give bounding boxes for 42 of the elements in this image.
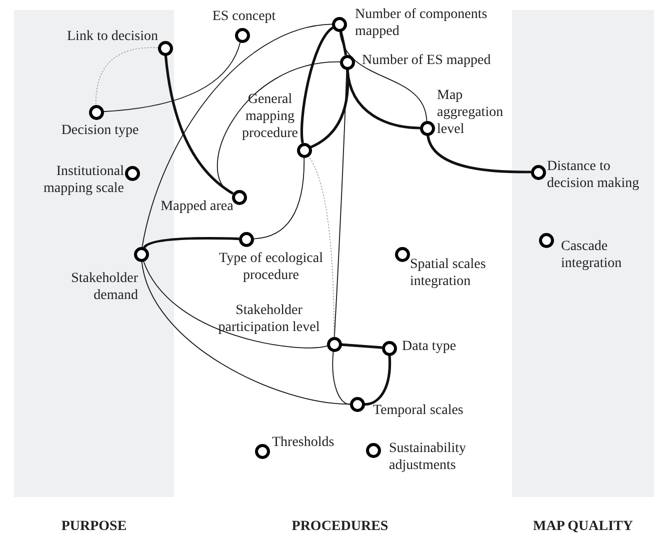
connector-line <box>102 41 241 112</box>
node-label: Spatial scales integration <box>410 256 487 290</box>
node-label: Map aggregation level <box>437 87 504 138</box>
node-label: Number of ES mapped <box>362 52 492 69</box>
connector-line <box>339 30 428 122</box>
node-label: Decision type <box>60 122 140 139</box>
node-label: Institutional mapping scale <box>42 163 124 197</box>
node-label: Thresholds <box>272 434 336 451</box>
connector-line <box>252 156 305 240</box>
connector-line <box>334 68 348 338</box>
connector-line <box>364 354 392 406</box>
connector-line <box>346 68 420 130</box>
node-label: Stakeholder participation level <box>217 302 321 336</box>
node-label: ES concept <box>211 8 277 25</box>
node-label: Mapped area <box>160 198 234 215</box>
node-label: Distance to decision making <box>547 158 640 192</box>
connector-line <box>164 54 234 195</box>
connector-line <box>142 260 328 348</box>
connector-line <box>96 47 158 106</box>
column-band <box>512 10 654 497</box>
column-heading: PROCEDURES <box>290 518 390 535</box>
node-label: Temporal scales <box>373 402 464 419</box>
connector-line <box>216 61 340 195</box>
column-heading: MAP QUALITY <box>532 518 634 535</box>
connector-line <box>143 236 240 249</box>
node-label: Type of ecological procedure <box>218 250 324 284</box>
column-heading: PURPOSE <box>60 518 128 535</box>
node-label: Data type <box>402 338 458 355</box>
node-label: Cascade integration <box>561 238 623 272</box>
connector-line <box>141 260 350 405</box>
node-label: Stakeholder demand <box>70 270 138 304</box>
connector-line <box>339 30 348 56</box>
connector-line <box>426 134 531 174</box>
node-label: Sustainability adjustments <box>389 440 467 474</box>
connector-line <box>142 24 332 248</box>
node-label: General mapping procedure <box>241 91 299 142</box>
connector-line <box>340 343 382 349</box>
node-label: Link to decision <box>66 28 158 45</box>
connector-line <box>308 155 334 338</box>
node-label: Number of components mapped <box>355 6 488 40</box>
connector-line <box>300 26 334 144</box>
connector-line <box>332 350 350 405</box>
